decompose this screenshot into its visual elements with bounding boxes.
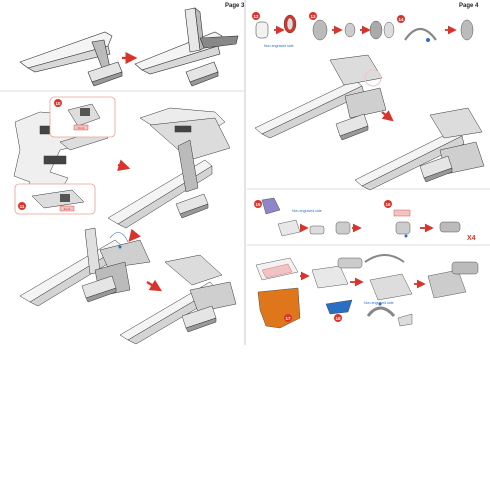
- step-17-18-row: [255, 254, 479, 329]
- step-15-number: 15: [255, 202, 261, 207]
- callout-11: [14, 183, 96, 215]
- step-14-number: 14: [398, 17, 404, 22]
- step-15-16-row: [254, 197, 461, 238]
- fuselage-stand-2: [134, 7, 239, 87]
- step-13-number: 13: [310, 14, 316, 19]
- model-page4-2: [354, 107, 485, 191]
- wing-assembly-1: [107, 107, 231, 229]
- wing-assembly-3: [119, 254, 237, 345]
- page-3-label: Page 3: [225, 3, 245, 9]
- step-12-number: 12: [253, 14, 259, 19]
- model-page4-1: [254, 54, 387, 141]
- step-18-number: 18: [335, 316, 341, 321]
- non-engraved-label-3: Non-engraved side: [364, 301, 394, 305]
- multiplier-label: X4: [467, 235, 476, 242]
- non-engraved-label-2: Non-engraved side: [292, 209, 322, 213]
- arrow-2: [117, 159, 131, 171]
- arrow-3: [128, 228, 141, 242]
- wing-assembly-2: [19, 227, 151, 307]
- fuselage-stand-1: [19, 31, 123, 87]
- step-10-number: 10: [55, 101, 61, 106]
- non-engraved-label-1: Non-engraved side: [264, 44, 294, 48]
- front-label-2: Front: [64, 207, 71, 211]
- step-11-number: 11: [20, 204, 25, 209]
- step-12-13-row: [252, 12, 474, 42]
- page-4-label: Page 4: [459, 3, 479, 9]
- callout-10: [49, 96, 116, 138]
- step-16-number: 16: [385, 202, 391, 207]
- step-17-number: 17: [285, 316, 291, 321]
- front-label-1: Front: [78, 126, 85, 130]
- arrow-4: [146, 279, 163, 292]
- arrow-p4-1: [381, 110, 394, 122]
